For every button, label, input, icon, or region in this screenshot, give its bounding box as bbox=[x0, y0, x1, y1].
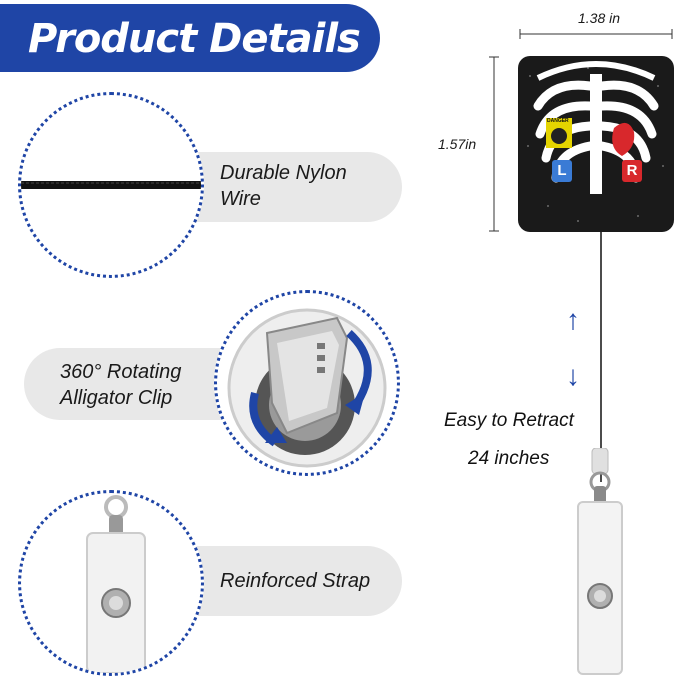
nylon-wire-circle bbox=[18, 92, 204, 278]
width-label: 1.38 in bbox=[578, 10, 621, 26]
right-marker: R bbox=[626, 162, 638, 179]
banner-title: Product Details bbox=[28, 16, 361, 62]
feature-label-line1: Durable Nylon bbox=[220, 162, 347, 184]
feature-label-line1: 360° Rotating bbox=[60, 361, 182, 383]
feature-label-line2: Wire bbox=[220, 188, 261, 210]
retract-label-line2: 24 inches bbox=[468, 448, 550, 469]
feature-label-line2: Alligator Clip bbox=[60, 387, 173, 409]
feature-pill bbox=[24, 348, 248, 420]
left-marker: L bbox=[557, 162, 567, 179]
strap-image bbox=[86, 495, 146, 673]
feature-label-line1: Reinforced Strap bbox=[220, 570, 371, 592]
strap-circle bbox=[18, 490, 204, 676]
alligator-clip-image bbox=[227, 308, 387, 468]
ribcage-xray-image bbox=[527, 61, 664, 222]
height-label: 1.57in bbox=[438, 136, 477, 152]
retract-label-line1: Easy to Retract bbox=[444, 410, 574, 431]
arrow-up-icon: ↑ bbox=[566, 304, 580, 335]
warning-sticker-label: DANGER bbox=[547, 118, 569, 124]
badge-reel: DANGER L R bbox=[518, 56, 674, 232]
badge-strap-image bbox=[577, 448, 623, 675]
retract-cord bbox=[600, 232, 602, 482]
product-details-banner: Product Details bbox=[0, 4, 380, 72]
width-dimension-line bbox=[519, 29, 673, 39]
height-dimension-line bbox=[489, 56, 499, 232]
nylon-wire-image bbox=[21, 181, 201, 189]
rotating-clip-circle bbox=[214, 290, 400, 476]
arrow-down-icon: ↓ bbox=[566, 360, 580, 391]
